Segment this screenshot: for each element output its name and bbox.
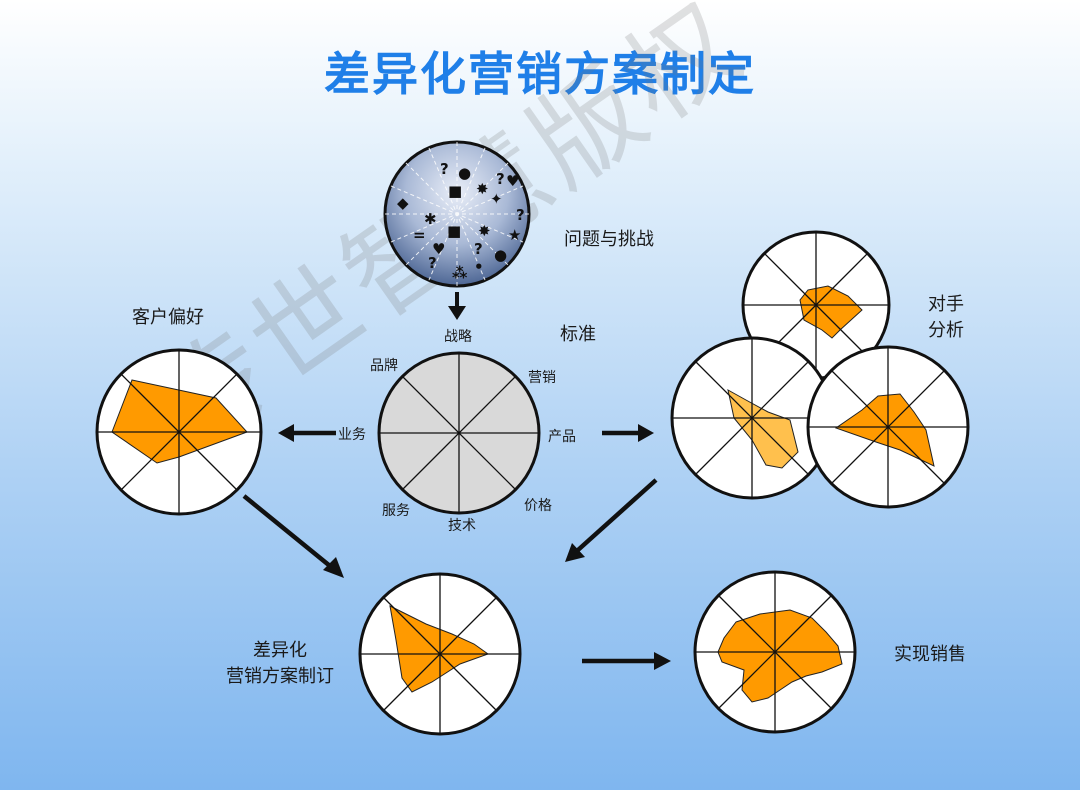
criterion-marketing: 营销 [528,370,556,386]
label-plan: 差异化 营销方案制订 [226,636,334,688]
heart-icon: ♥ [432,240,446,258]
sales-radar [693,570,857,734]
sparkle-icon: ⁂ [452,264,468,282]
criterion-business: 业务 [338,427,366,443]
problems-circle [383,140,531,288]
question-mark-icon: ? [440,160,449,178]
label-competitor-line1: 对手 [928,294,964,315]
label-competitor-line2: 分析 [928,320,964,341]
arrow-standard-to-competitor [602,424,654,442]
label-customer: 客户偏好 [132,307,204,328]
circle-icon: ● [458,164,472,182]
question-mark-icon: ? [428,254,437,272]
criterion-strategy: 战略 [444,329,472,345]
label-competitor: 对手 分析 [928,290,964,342]
question-mark-icon: ? [474,240,483,258]
arrow-competitor-to-plan [565,478,658,562]
arrow-standard-to-customer [278,424,336,442]
standard-circle [377,351,541,515]
arrow-customer-to-plan [242,494,344,578]
star-icon: ★ [508,226,522,244]
question-mark-icon: ? [496,170,505,188]
circle-icon: • [474,258,484,276]
competitor-radar-right [806,345,970,509]
circle-icon: ● [494,246,508,264]
label-problems: 问题与挑战 [564,229,654,250]
star-icon: ✸ [476,180,489,198]
arrow-plan-to-sales [582,652,671,670]
arrow-problems-to-standard [448,292,466,320]
criterion-technology: 技术 [448,518,476,534]
square-icon: ■ [447,222,462,240]
criterion-price: 价格 [524,498,552,514]
equals-icon: = [413,226,426,244]
star-icon: ✸ [478,222,491,240]
label-sales: 实现销售 [894,644,966,665]
customer-radar [95,348,263,516]
criterion-brand: 品牌 [370,358,398,374]
plan-radar [358,572,522,736]
diamond-icon: ◆ [397,194,409,212]
label-plan-line1: 差异化 [253,640,307,661]
star-icon: ✱ [424,210,437,228]
page-title: 差异化营销方案制定 [324,47,756,101]
heart-icon: ♥ [506,172,520,190]
sparkle-icon: ✦ [490,190,503,208]
label-standard: 标准 [560,324,596,345]
competitor-radar-left [670,336,834,500]
criterion-service: 服务 [382,503,410,519]
square-icon: ■ [448,182,463,200]
criterion-product: 产品 [548,429,576,445]
label-plan-line2: 营销方案制订 [226,666,334,687]
question-mark-icon: ? [516,206,525,224]
